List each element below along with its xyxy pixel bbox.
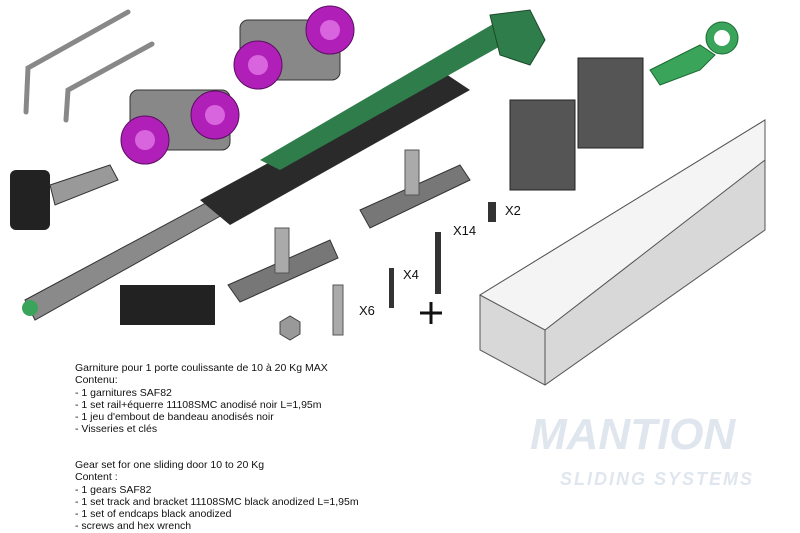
wall-anchor — [332, 284, 344, 336]
french-title: Garniture pour 1 porte coulissante de 10… — [75, 362, 328, 374]
french-item: - 1 jeu d'embout de bandeau anodisés noi… — [75, 411, 274, 424]
roller-carriage-left — [120, 89, 240, 165]
hex-nut — [279, 315, 301, 341]
door-clamp — [10, 164, 119, 230]
spacer — [488, 202, 496, 222]
watermark-brand: MANTION — [530, 410, 736, 459]
english-item: - 1 gears SAF82 — [75, 483, 152, 496]
french-item: - 1 set rail+équerre 11108SMC anodisé no… — [75, 398, 322, 411]
soft-close-damper — [22, 9, 546, 321]
endcap-right — [577, 57, 644, 149]
english-title: Gear set for one sliding door 10 to 20 K… — [75, 459, 265, 471]
short-screw — [389, 268, 394, 308]
french-heading: Contenu: — [75, 374, 118, 387]
spacer-quantity: X2 — [505, 203, 521, 218]
roller-carriage-right — [233, 5, 355, 90]
floor-guide — [120, 285, 215, 325]
french-item: - Visseries et clés — [75, 423, 158, 436]
english-item: - 1 set track and bracket 11108SMC black… — [75, 495, 359, 508]
long-screw — [435, 232, 441, 294]
french-description: Garniture pour 1 porte coulissante de 10… — [75, 362, 328, 436]
watermark-tagline: SLIDING SYSTEMS — [560, 469, 755, 489]
plus-icon — [420, 302, 442, 324]
english-description: Gear set for one sliding door 10 to 20 K… — [75, 459, 359, 533]
guide-plate-1 — [359, 149, 471, 229]
endcap-left — [509, 99, 576, 191]
aluminium-rail — [478, 119, 766, 386]
long-screw-quantity: X14 — [453, 223, 477, 238]
english-heading: Content : — [75, 471, 118, 484]
english-item: - 1 set of endcaps black anodized — [75, 508, 232, 521]
english-item: - screws and hex wrench — [75, 520, 192, 533]
green-stopper — [649, 44, 716, 86]
guide-plate-2 — [227, 227, 339, 303]
french-item: - 1 garnitures SAF82 — [75, 386, 172, 399]
short-screw-quantity: X4 — [403, 267, 419, 282]
anchor-quantity: X6 — [359, 303, 375, 318]
hex-wrench-icon — [23, 9, 155, 123]
